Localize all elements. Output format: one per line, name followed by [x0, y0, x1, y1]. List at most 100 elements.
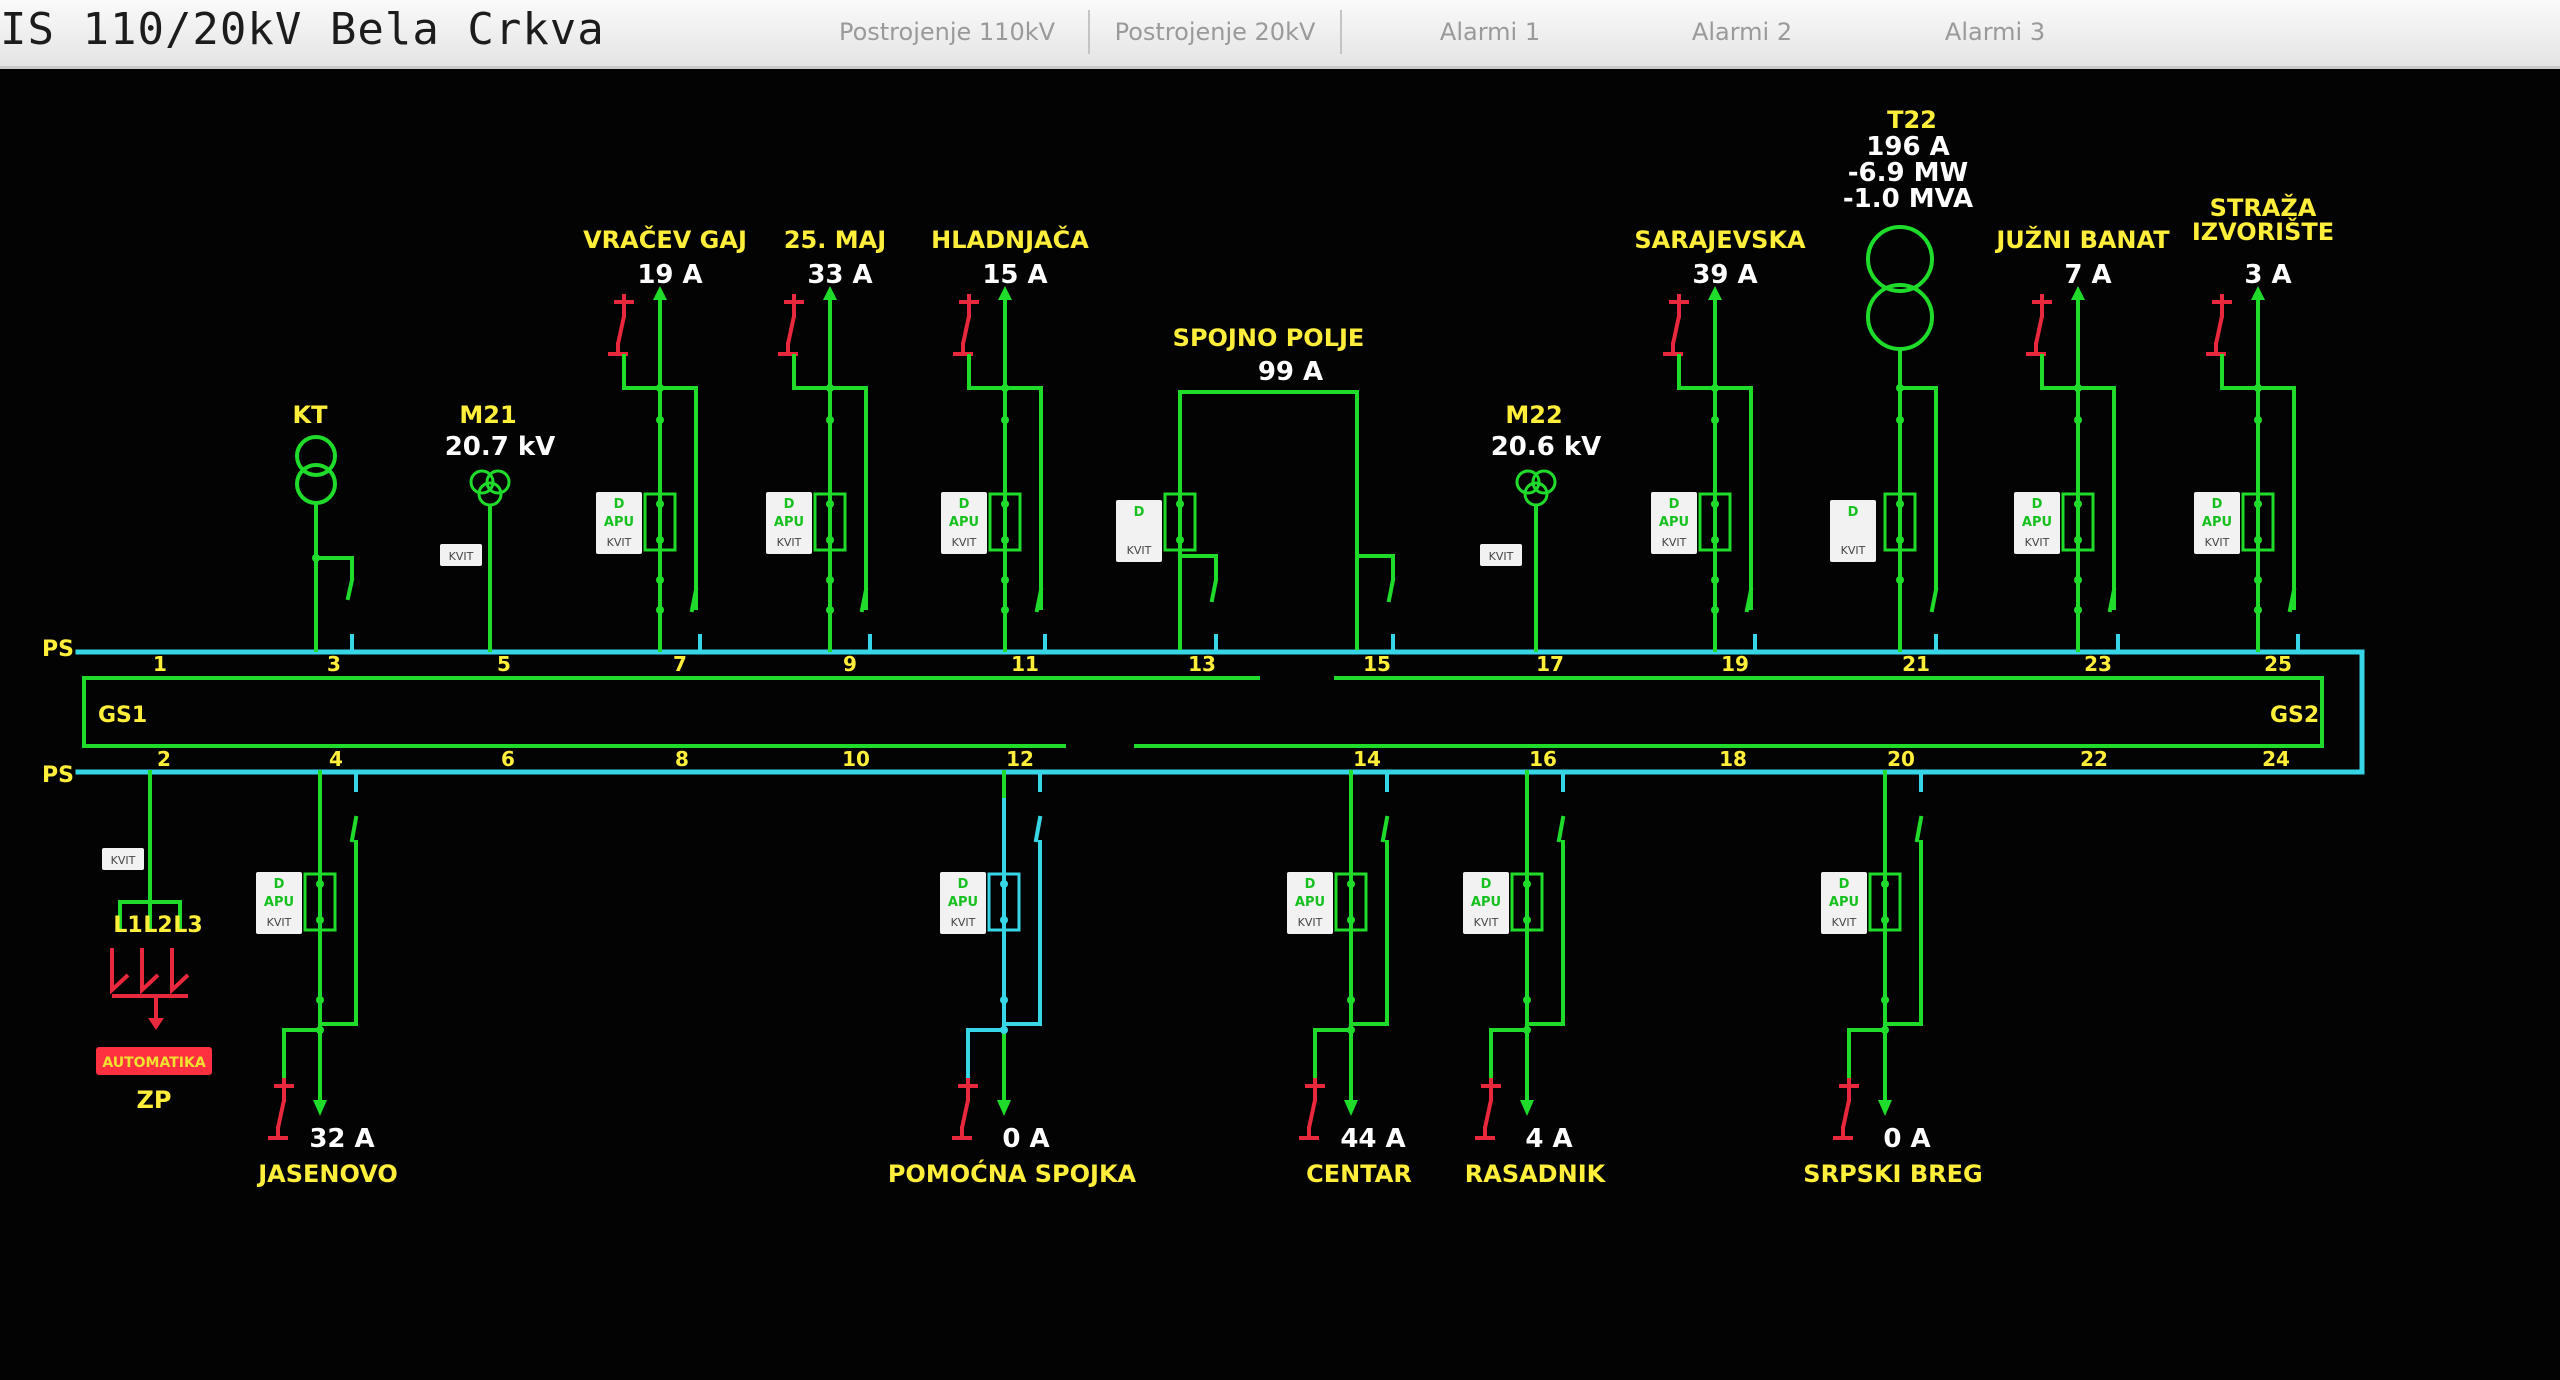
- disconnector-blade: [859, 587, 869, 613]
- circuit-breaker-icon[interactable]: [1698, 492, 1732, 552]
- earthing-blade: [2214, 315, 2224, 345]
- acknowledge-button[interactable]: KVIT: [440, 544, 482, 566]
- circuit-breaker-icon[interactable]: [643, 492, 677, 552]
- earthing-switch-icon[interactable]: [1299, 1078, 1325, 1140]
- acknowledge-background: [102, 848, 144, 870]
- node-dot: [826, 416, 834, 424]
- circuit-breaker-icon[interactable]: [2061, 492, 2095, 552]
- earthing-switch-icon[interactable]: [778, 294, 804, 356]
- acknowledge-label: KVIT: [1489, 550, 1514, 563]
- status-tag-background: [940, 872, 986, 934]
- transformer-winding-icon: [295, 463, 337, 505]
- node-dot: [1000, 880, 1008, 888]
- earthing-switch-icon[interactable]: [2026, 294, 2052, 356]
- coupling-name: SPOJNO POLJE: [1173, 324, 1365, 352]
- busbar-section-2-label: GS2: [2270, 703, 2319, 728]
- earthing-switch-icon[interactable]: [1663, 294, 1689, 356]
- earthing-switch-icon[interactable]: [1475, 1078, 1501, 1140]
- circuit-breaker-icon[interactable]: [813, 492, 847, 552]
- circuit-breaker-icon[interactable]: [1883, 492, 1917, 552]
- feeder-current: 3 A: [2244, 260, 2291, 290]
- breaker-frame: [1334, 872, 1368, 932]
- feeder-current: 7 A: [2064, 260, 2111, 290]
- bay-number: 22: [2080, 747, 2108, 771]
- feeder-name: 25. MAJ: [784, 226, 886, 254]
- circuit-breaker-icon[interactable]: [303, 872, 337, 932]
- node-dot: [2254, 606, 2262, 614]
- earthing-switch-icon[interactable]: [268, 1078, 294, 1140]
- node-dot: [826, 576, 834, 584]
- node-dot: [1523, 1026, 1531, 1034]
- circuit-breaker-icon[interactable]: [2241, 492, 2275, 552]
- disconnector-blade: [1034, 587, 1044, 613]
- transformer-kt[interactable]: KT3: [293, 401, 355, 676]
- tab-alarmi-1[interactable]: Alarmi 1: [1439, 18, 1541, 46]
- circuit-breaker-icon[interactable]: [1163, 492, 1197, 552]
- auto-reclose-label: APU: [604, 515, 634, 530]
- tab-postrojenje-110kv[interactable]: Postrojenje 110kV: [838, 18, 1056, 46]
- earthing-switch-icon[interactable]: [1833, 1078, 1859, 1140]
- bay-number: 13: [1188, 652, 1216, 676]
- earthing-switch-icon[interactable]: [608, 294, 634, 356]
- coupling-current: 99 A: [1258, 357, 1323, 387]
- status-tag-background: [2194, 492, 2240, 554]
- node-dot: [1001, 536, 1009, 544]
- status-tag-background: [1116, 500, 1162, 562]
- tab-alarmi-2[interactable]: Alarmi 2: [1691, 18, 1793, 46]
- acknowledge-button[interactable]: KVIT: [1480, 544, 1522, 566]
- circuit-breaker-icon[interactable]: [1868, 872, 1902, 932]
- circuit-breaker-icon[interactable]: [1334, 872, 1368, 932]
- circuit-breaker-icon[interactable]: [1510, 872, 1544, 932]
- node-dot: [2074, 536, 2082, 544]
- remote-control-label: D: [958, 877, 969, 892]
- bay-number: 9: [843, 652, 857, 676]
- automatika-alarm-button[interactable]: [96, 1047, 212, 1075]
- circuit-breaker-icon[interactable]: [988, 492, 1022, 552]
- earthing-blade: [2034, 315, 2044, 345]
- auto-reclose-label: APU: [2022, 515, 2052, 530]
- earthing-switch-icon[interactable]: [952, 1078, 978, 1140]
- tab-alarmi-3[interactable]: Alarmi 3: [1944, 18, 2046, 46]
- node-dot: [1001, 416, 1009, 424]
- node-dot: [1001, 500, 1009, 508]
- earthing-switch-icon[interactable]: [953, 294, 979, 356]
- tab-postrojenje-20kv[interactable]: Postrojenje 20kV: [1088, 10, 1342, 54]
- transformer-winding-icon: [1866, 225, 1934, 293]
- acknowledge-label: KVIT: [267, 916, 292, 929]
- acknowledge-button[interactable]: KVIT: [102, 848, 144, 870]
- earthing-switch-icon[interactable]: [2206, 294, 2232, 356]
- node-dot: [2074, 416, 2082, 424]
- circuit-breaker-icon[interactable]: [987, 872, 1021, 932]
